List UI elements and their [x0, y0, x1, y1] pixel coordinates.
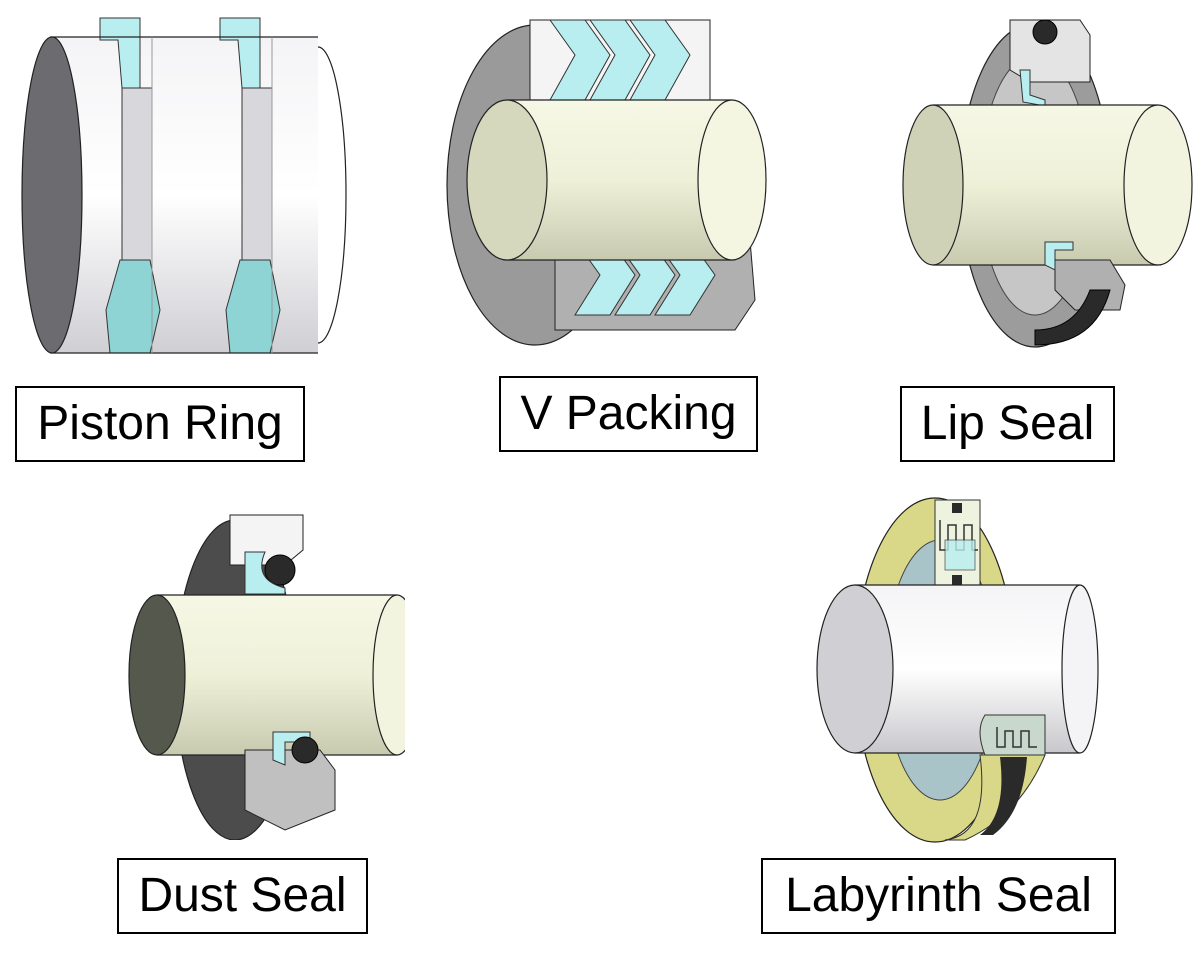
- dust-seal-illustration: [128, 514, 405, 840]
- lip-seal-lip-top: [1019, 69, 1046, 107]
- piston-ring-seal-2: [219, 17, 281, 354]
- dust-seal-wiper-top: [244, 551, 286, 595]
- dust-seal-o-ring-top: [264, 554, 296, 586]
- labyrinth-seal-illustration: [816, 497, 1099, 843]
- lip-seal-o-ring-top: [1032, 19, 1058, 45]
- label-dust-seal: Dust Seal: [117, 858, 368, 934]
- piston-ring-seal-1: [99, 17, 161, 354]
- lip-seal-lip-bottom: [1044, 241, 1074, 271]
- lip-seal-illustration: [902, 19, 1193, 348]
- labyrinth-seal-block-bottom: [944, 714, 1046, 841]
- v-packing-chevrons-top: [549, 19, 691, 101]
- label-piston-ring: Piston Ring: [15, 386, 305, 462]
- dust-seal-o-ring-bottom: [291, 736, 319, 764]
- label-v-packing: V Packing: [499, 376, 758, 452]
- label-labyrinth-seal: Labyrinth Seal: [761, 858, 1116, 934]
- lip-seal-o-ring-bottom: [1034, 289, 1111, 346]
- v-packing-illustration: [446, 19, 767, 346]
- piston-ring-illustration: [21, 17, 347, 354]
- labyrinth-seal-block-top: [934, 499, 981, 591]
- label-lip-seal: Lip Seal: [900, 386, 1115, 462]
